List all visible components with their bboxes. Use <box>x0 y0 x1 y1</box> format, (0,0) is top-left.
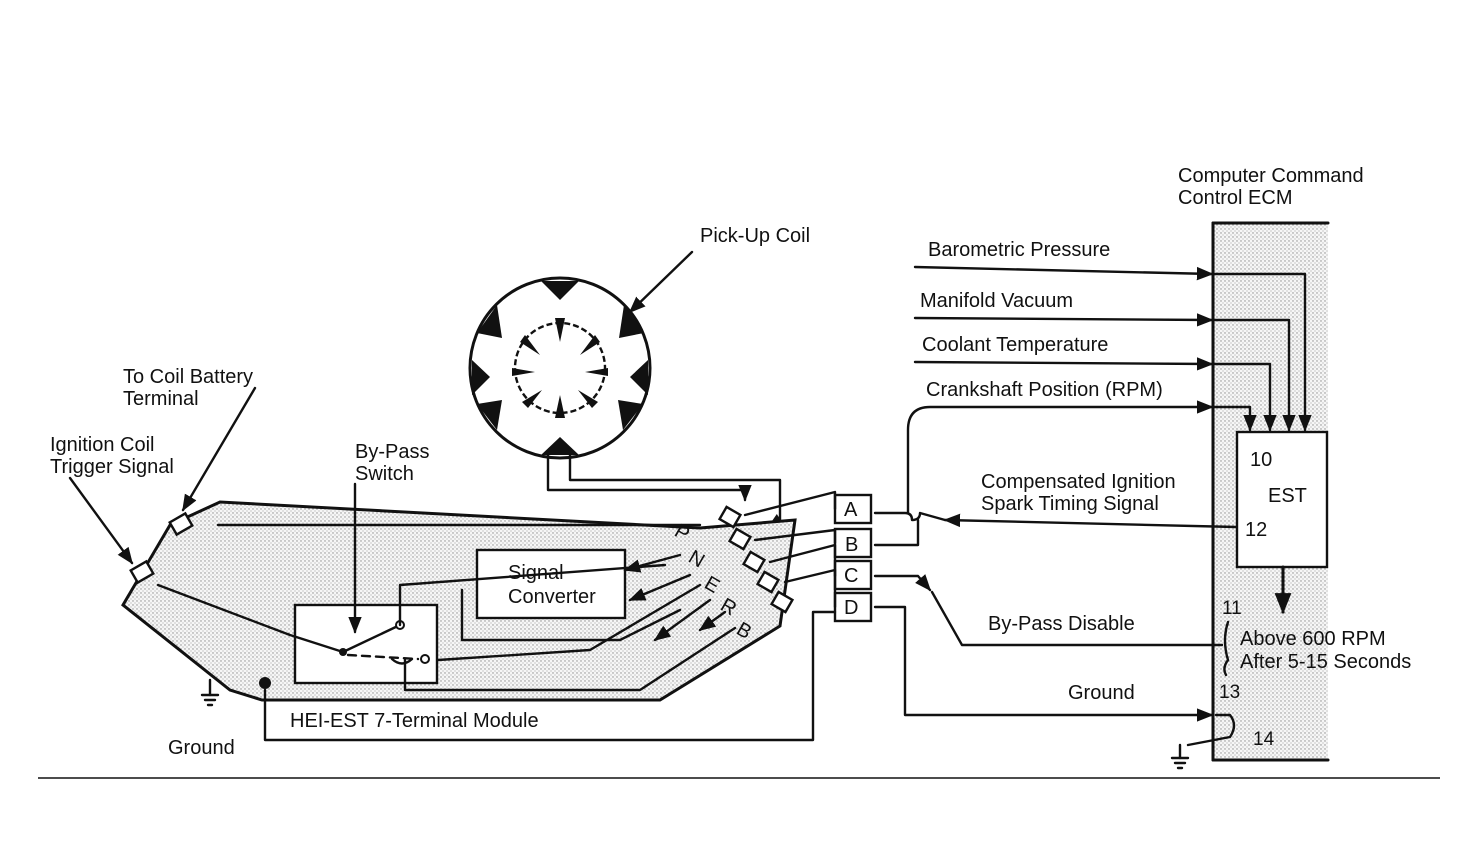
est-box: 10 EST 12 <box>1235 430 1329 569</box>
ignition-coil-label-line1: Ignition Coil <box>50 434 155 456</box>
terminal-d-label: D <box>844 597 858 619</box>
pickup-coil-label: Pick-Up Coil <box>700 225 810 247</box>
module-ground-icon <box>200 678 220 707</box>
trigger-signal-label-line2: Trigger Signal <box>50 456 174 478</box>
est-pin-10-label: 10 <box>1250 449 1272 471</box>
connector-a <box>833 493 873 525</box>
coil-battery-label-line1: To Coil Battery <box>123 366 253 388</box>
connector-d <box>833 591 873 623</box>
module-name-label: HEI-EST 7-Terminal Module <box>290 710 539 732</box>
ground-left-label: Ground <box>168 737 235 759</box>
module-ground-terminal <box>259 677 271 689</box>
pickup-coil <box>468 276 652 460</box>
terminal-b-label: B <box>845 534 858 556</box>
compensated-ignition-label: Compensated Ignition <box>981 471 1176 493</box>
bypass-switch-label-line2: Switch <box>355 463 414 485</box>
bypass-switch-label-line1: By-Pass <box>355 441 429 463</box>
ground-right-label: Ground <box>1068 682 1135 704</box>
barometric-pressure-label: Barometric Pressure <box>928 239 1110 261</box>
bypass-disable-label: By-Pass Disable <box>988 613 1135 635</box>
above-600-rpm-label: Above 600 RPM <box>1240 628 1386 650</box>
coil-battery-terminal <box>168 511 194 537</box>
sensor-inputs: Barometric Pressure Manifold Vacuum Cool… <box>906 239 1312 515</box>
signal-converter-label-line2: Converter <box>508 586 596 608</box>
ecm-title-line2: Control ECM <box>1178 187 1292 209</box>
spark-timing-signal-label: Spark Timing Signal <box>981 493 1159 515</box>
ecm-title-line1: Computer Command <box>1178 165 1364 187</box>
signal-converter: Signal Converter <box>475 548 627 620</box>
terminal-a-label: A <box>844 499 858 521</box>
terminal-c-label: C <box>844 565 858 587</box>
coil-battery-label-line2: Terminal <box>123 388 199 410</box>
coolant-temperature-label: Coolant Temperature <box>922 334 1108 356</box>
pin-13-label: 13 <box>1219 682 1240 703</box>
module-terminal-block <box>717 505 795 614</box>
est-pin-12-label: 12 <box>1245 519 1267 541</box>
coil-trigger-terminal <box>129 559 155 585</box>
manifold-vacuum-label: Manifold Vacuum <box>920 290 1073 312</box>
est-label: EST <box>1268 485 1307 507</box>
connector-block: A B C D <box>833 493 873 623</box>
connector-c <box>833 559 873 591</box>
signal-converter-label-line1: Signal <box>508 562 564 584</box>
crankshaft-position-label: Crankshaft Position (RPM) <box>926 379 1163 401</box>
pickup-inner-teeth <box>512 318 608 418</box>
ecm-ground-icon <box>1170 743 1190 770</box>
pin-14-label: 14 <box>1253 729 1275 750</box>
pin-11-label: 11 <box>1222 598 1242 619</box>
hei-est-module <box>121 500 797 702</box>
pickup-outer-teeth <box>472 281 648 455</box>
after-5-15-seconds-label: After 5-15 Seconds <box>1240 651 1411 673</box>
